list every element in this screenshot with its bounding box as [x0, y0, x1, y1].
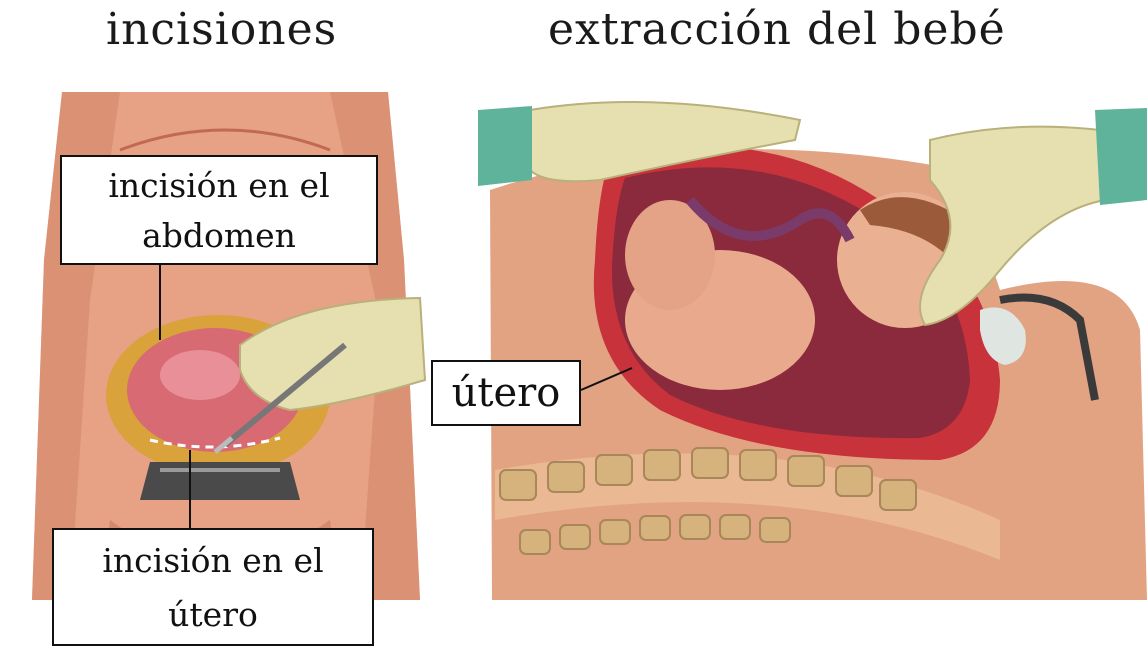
extraction-illustration: [478, 102, 1147, 600]
cuff-left: [478, 106, 532, 186]
label-abdomen-line1: incisión en el: [62, 161, 376, 211]
label-abdomen-incision: incisión en el abdomen: [60, 155, 378, 265]
label-abdomen-line2: abdomen: [62, 211, 376, 261]
label-uterus: útero: [431, 360, 581, 426]
label-uterus-line1: incisión en el: [54, 534, 372, 588]
label-uterus-incision: incisión en el útero: [52, 528, 374, 646]
uterus-highlight: [160, 350, 240, 400]
cuff-right: [1095, 108, 1147, 205]
label-uterus-line2: útero: [54, 588, 372, 642]
retractor: [140, 462, 300, 500]
